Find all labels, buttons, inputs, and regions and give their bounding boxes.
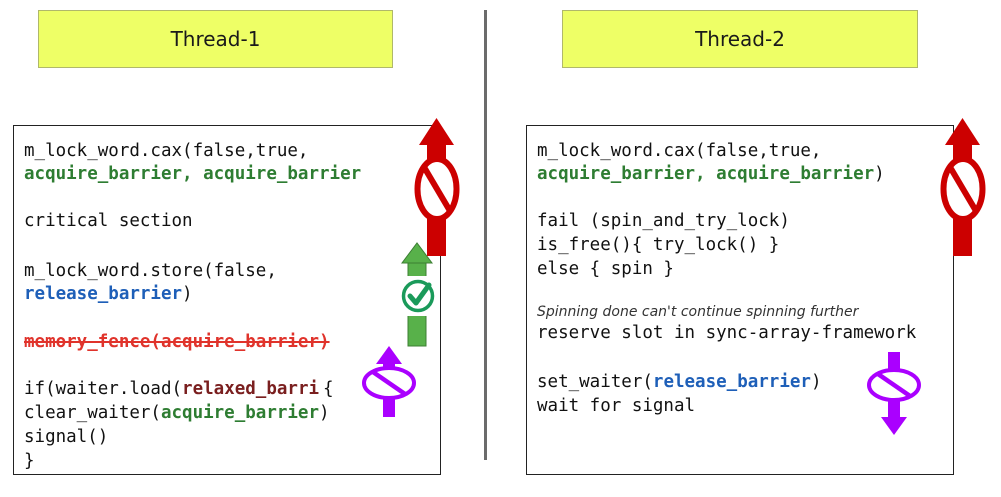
t2-line-wait: wait for signal — [537, 396, 696, 416]
t1-acquire-barriers: acquire_barrier, acquire_barrier — [24, 164, 362, 184]
t2-line-fail: fail (spin_and_try_lock) — [537, 211, 790, 231]
t1-purple-up-arrow-icon — [362, 346, 416, 417]
t2-spinning-note: Spinning done can't continue spinning fu… — [537, 304, 859, 320]
t1-open-brace: { — [323, 379, 334, 399]
t2-line-barriers: acquire_barrier, acquire_barrier) — [537, 163, 885, 185]
t1-line-critical: critical section — [24, 211, 193, 231]
t1-line-barriers: acquire_barrier, acquire_barrier — [24, 163, 361, 185]
t2-line-is-free: is_free(){ try_lock() } — [537, 235, 780, 255]
t2-line-reserve: reserve slot in sync-array-framework — [537, 323, 917, 343]
t1-line-release: release_barrier) — [24, 283, 193, 305]
t1-line-if-waiter: if(waiter.load(relaxed_barri{ — [24, 378, 334, 400]
t2-purple-down-arrow-icon — [867, 352, 921, 435]
t2-line-set-waiter: set_waiter(release_barrier) — [537, 371, 822, 393]
t2-set-waiter: set_waiter( — [537, 372, 653, 392]
thread-1-title: Thread-1 — [170, 27, 261, 51]
t2-no-entry-icon — [940, 156, 986, 222]
t1-line-signal: signal() — [24, 427, 109, 447]
t2-acquire-barriers: acquire_barrier, acquire_barrier — [537, 164, 875, 184]
t2-release-barrier: release_barrier — [652, 372, 811, 392]
t1-if-load: if(waiter.load( — [24, 379, 183, 399]
t1-line-close-brace: } — [24, 451, 35, 471]
t1-clear-close: ) — [319, 403, 330, 423]
thread-1-header: Thread-1 — [38, 10, 393, 68]
t1-struck-memory-fence: memory_fence(acquire_barrier) — [24, 332, 330, 352]
t2-close-paren: ) — [874, 164, 885, 184]
t1-relaxed-barrier: relaxed_barri — [182, 379, 320, 399]
thread-1-code-panel: m_lock_word.cax(false,true, acquire_barr… — [13, 125, 441, 475]
t2-line-else-spin: else { spin } — [537, 259, 674, 279]
t1-clear-acquire-barrier: acquire_barrier — [160, 403, 320, 423]
t1-check-icon — [401, 279, 435, 313]
t1-release-barrier: release_barrier — [24, 284, 183, 304]
t1-line-store: m_lock_word.store(false, — [24, 261, 277, 281]
thread-divider — [484, 10, 487, 460]
t1-line-clear-waiter: clear_waiter(acquire_barrier) — [24, 402, 330, 424]
t1-no-entry-icon — [414, 156, 460, 222]
t1-close-paren: ) — [182, 284, 193, 304]
t1-clear-waiter: clear_waiter( — [24, 403, 161, 423]
t1-line-cax: m_lock_word.cax(false,true, — [24, 141, 309, 161]
thread-2-title: Thread-2 — [695, 27, 785, 51]
thread-2-header: Thread-2 — [562, 10, 918, 68]
t2-set-waiter-close: ) — [810, 372, 822, 392]
thread-2-code-panel: m_lock_word.cax(false,true, acquire_barr… — [526, 125, 954, 475]
t2-line-cax: m_lock_word.cax(false,true, — [537, 141, 822, 161]
t1-line-memory-fence: memory_fence(acquire_barrier) — [24, 331, 330, 353]
